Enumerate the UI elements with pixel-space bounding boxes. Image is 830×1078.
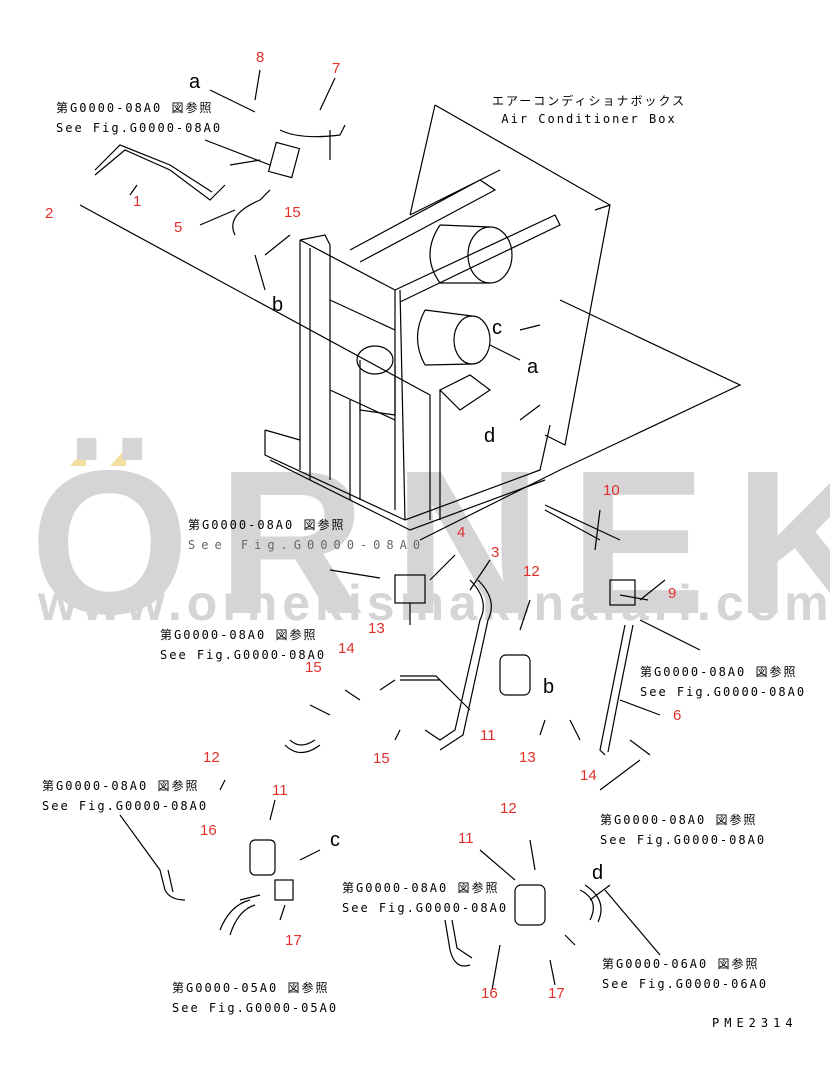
ref-en: See Fig.G0000-08A0 — [600, 833, 767, 847]
connection-letter: c — [492, 317, 502, 339]
ref-jp: 第G0000-08A0 図参照 — [342, 881, 500, 895]
connection-letter: a — [527, 356, 539, 378]
figure-reference[interactable]: 第G0000-05A0 図参照 See Fig.G0000-05A0 — [172, 978, 338, 1018]
leader-lines-middle — [309, 509, 701, 741]
figure-reference[interactable]: 第G0000-08A0 図参照 See Fig.G0000-08A0 — [188, 515, 426, 555]
figure-reference[interactable]: 第G0000-08A0 図参照 See Fig.G0000-08A0 — [640, 662, 806, 702]
blower-motor — [467, 226, 513, 284]
figure-reference[interactable]: 第G0000-06A0 図参照 See Fig.G0000-06A0 — [602, 954, 768, 994]
part-callout[interactable]: 17 — [548, 985, 565, 1002]
ref-en: See Fig.G0000-08A0 — [56, 121, 223, 135]
ref-en: See Fig.G0000-08A0 — [342, 901, 509, 915]
leader-lines-lower-right — [444, 839, 661, 991]
box-panel — [409, 104, 611, 446]
connection-letter: b — [272, 294, 284, 316]
hose-left-mid — [284, 739, 321, 754]
figure-reference[interactable]: 第G0000-08A0 図参照 See Fig.G0000-08A0 — [42, 776, 208, 816]
valve-center — [394, 574, 426, 604]
watermark-url: www.ornekismakinalari.com.tr — [38, 575, 830, 631]
connection-letter: d — [592, 862, 604, 884]
ref-en: See Fig.G0000-08A0 — [42, 799, 209, 813]
part-callout[interactable]: 11 — [480, 727, 496, 744]
condenser-motor — [453, 315, 491, 365]
ref-jp: 第G0000-08A0 図参照 — [600, 813, 758, 827]
ref-en: See Fig.G0000-08A0 — [160, 648, 327, 662]
watermark-accent-mark — [70, 448, 86, 466]
part-callout[interactable]: 15 — [284, 204, 301, 221]
part-callout[interactable]: 1 — [133, 193, 142, 210]
part-callout[interactable]: 15 — [305, 659, 322, 676]
part-callout[interactable]: 11 — [272, 782, 288, 799]
part-callout[interactable]: 10 — [603, 482, 620, 499]
part-callout[interactable]: 9 — [668, 585, 677, 602]
ref-jp: 第G0000-08A0 図参照 — [160, 628, 318, 642]
ref-en: See Fig.G0000-05A0 — [172, 1001, 339, 1015]
part-callout[interactable]: 12 — [203, 749, 220, 766]
ref-en: See Fig.G0000-06A0 — [602, 977, 769, 991]
connection-letter: c — [330, 829, 340, 851]
part-callout[interactable]: 3 — [491, 544, 500, 561]
pipe-6 — [599, 624, 634, 756]
part-callout[interactable]: 5 — [174, 219, 183, 236]
part-callout[interactable]: 17 — [285, 932, 302, 949]
pipe-3 — [424, 579, 492, 751]
ref-en: See Fig.G0000-08A0 — [640, 685, 807, 699]
connection-letter: a — [189, 71, 201, 93]
assembly-title-en: Air Conditioner Box — [501, 112, 677, 126]
frame-rails — [329, 169, 561, 421]
part-callout[interactable]: 2 — [45, 205, 54, 222]
pipe-5 — [232, 189, 271, 236]
part-callout[interactable]: 4 — [457, 524, 466, 541]
pipe-7 — [279, 124, 346, 138]
connection-letter: b — [543, 676, 555, 698]
part-callout[interactable]: 8 — [256, 49, 265, 66]
drawing-code: PME2314 — [712, 1016, 798, 1030]
part-callout[interactable]: 16 — [481, 985, 498, 1002]
watermark-accent-mark — [110, 448, 126, 466]
part-callout[interactable]: 13 — [368, 620, 385, 637]
solenoid-valve-left — [249, 839, 276, 876]
valve-9 — [609, 579, 636, 606]
part-callout[interactable]: 7 — [332, 60, 341, 77]
box-floor-outline — [419, 299, 742, 541]
figure-reference[interactable]: 第G0000-08A0 図参照 See Fig.G0000-08A0 — [160, 625, 326, 665]
figure-reference[interactable]: 第G0000-08A0 図参照 See Fig.G0000-08A0 — [342, 878, 508, 918]
connection-letter: d — [484, 425, 496, 447]
leader-lines-top — [79, 69, 541, 421]
part-callout[interactable]: 13 — [519, 749, 536, 766]
part-callout[interactable]: 12 — [500, 800, 517, 817]
ref-jp: 第G0000-08A0 図参照 — [56, 101, 214, 115]
solenoid-valve-mid — [499, 654, 531, 696]
part-callout[interactable]: 12 — [523, 563, 540, 580]
assembly-title: エアーコンディショナボックス Air Conditioner Box — [492, 92, 686, 128]
part-callout[interactable]: 11 — [458, 830, 474, 847]
ref-jp: 第G0000-08A0 図参照 — [42, 779, 200, 793]
frame-posts — [349, 390, 441, 520]
ref-jp: 第G0000-06A0 図参照 — [602, 957, 760, 971]
figure-reference[interactable]: 第G0000-08A0 図参照 See Fig.G0000-08A0 — [56, 98, 222, 138]
assembly-title-jp: エアーコンディショナボックス — [492, 94, 687, 108]
leader-lines-lower — [119, 779, 321, 921]
pipe-1 — [94, 144, 226, 201]
part-callout[interactable]: 15 — [373, 750, 390, 767]
part-callout[interactable]: 16 — [200, 822, 217, 839]
part-callout[interactable]: 6 — [673, 707, 682, 724]
pipe-3-bend — [400, 675, 471, 711]
ref-jp: 第G0000-08A0 図参照 — [640, 665, 798, 679]
figure-reference[interactable]: 第G0000-08A0 図参照 See Fig.G0000-08A0 — [600, 810, 766, 850]
ref-jp: 第G0000-08A0 図参照 — [188, 518, 346, 532]
solenoid-valve-right — [514, 884, 546, 926]
valve-top — [267, 141, 301, 179]
part-callout[interactable]: 14 — [338, 640, 355, 657]
part-callout[interactable]: 14 — [580, 767, 597, 784]
ref-jp: 第G0000-05A0 図参照 — [172, 981, 330, 995]
ref-en: See Fig.G0000-08A0 — [188, 538, 427, 552]
